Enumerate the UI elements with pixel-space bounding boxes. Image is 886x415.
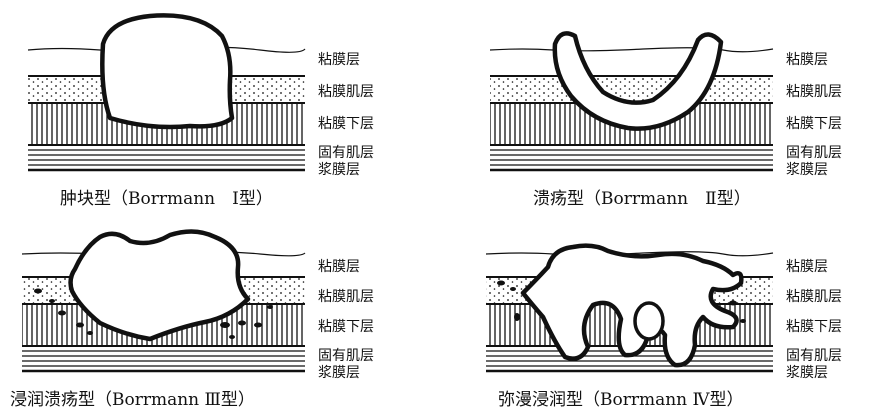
panel-type-2: 粘膜层 粘膜肌层 粘膜下层 固有肌层 浆膜层 溃疡型（Borrmann Ⅱ型） [443, 0, 886, 209]
muscularis-propria-band [28, 149, 305, 166]
diagram-type-1 [27, 13, 306, 172]
diagram-type-3 [21, 229, 306, 373]
label-muscularis-propria: 固有肌层 [318, 348, 374, 364]
label-mucosa: 粘膜层 [318, 52, 360, 68]
mucosa-line [489, 47, 774, 53]
diagram-type-4 [485, 243, 774, 373]
infiltrating-ulcer-mass [68, 229, 251, 342]
muscularis-mucosae-band [490, 77, 773, 102]
label-serosa: 浆膜层 [318, 162, 360, 178]
label-muscularis-mucosae: 粘膜肌层 [786, 289, 842, 305]
label-muscularis-propria: 固有肌层 [786, 348, 842, 364]
label-serosa: 浆膜层 [786, 365, 828, 381]
panel-type-1: 粘膜层 粘膜肌层 粘膜下层 固有肌层 浆膜层 肿块型（Borrmann Ⅰ型） [0, 0, 443, 209]
label-serosa: 浆膜层 [786, 162, 828, 178]
caption-type-3: 浸润溃疡型（Borrmann Ⅲ型） [10, 390, 255, 410]
panel-type-3: 粘膜层 粘膜肌层 粘膜下层 固有肌层 浆膜层 浸润溃疡型（Borrmann Ⅲ型… [0, 207, 443, 415]
label-mucosa: 粘膜层 [318, 259, 360, 275]
label-submucosa: 粘膜下层 [786, 319, 842, 335]
infiltration-spots [497, 280, 746, 323]
diffuse-infiltration-mass [520, 243, 744, 368]
muscularis-propria-band [22, 350, 305, 367]
label-muscularis-propria: 固有肌层 [786, 145, 842, 161]
label-submucosa: 粘膜下层 [318, 116, 374, 132]
ulcer-mass [552, 31, 724, 131]
diagram-type-2 [489, 31, 774, 172]
label-mucosa: 粘膜层 [786, 52, 828, 68]
infiltration-island [633, 301, 665, 341]
label-mucosa: 粘膜层 [786, 259, 828, 275]
caption-type-4: 弥漫浸润型（Borrmann Ⅳ型） [498, 390, 744, 410]
label-muscularis-mucosae: 粘膜肌层 [318, 289, 374, 305]
label-submucosa: 粘膜下层 [318, 319, 374, 335]
mucosa-line [485, 251, 774, 257]
panel-type-4: 粘膜层 粘膜肌层 粘膜下层 固有肌层 浆膜层 弥漫浸润型（Borrmann Ⅳ型… [443, 207, 886, 415]
caption-type-2: 溃疡型（Borrmann Ⅱ型） [533, 189, 751, 209]
label-submucosa: 粘膜下层 [786, 116, 842, 132]
muscularis-propria-band [490, 149, 773, 166]
label-muscularis-mucosae: 粘膜肌层 [786, 84, 842, 100]
label-muscularis-mucosae: 粘膜肌层 [318, 84, 374, 100]
label-serosa: 浆膜层 [318, 365, 360, 381]
infiltration-spots [34, 288, 273, 339]
tumor-mass [100, 13, 235, 130]
caption-type-1: 肿块型（Borrmann Ⅰ型） [60, 189, 273, 209]
label-muscularis-propria: 固有肌层 [318, 145, 374, 161]
